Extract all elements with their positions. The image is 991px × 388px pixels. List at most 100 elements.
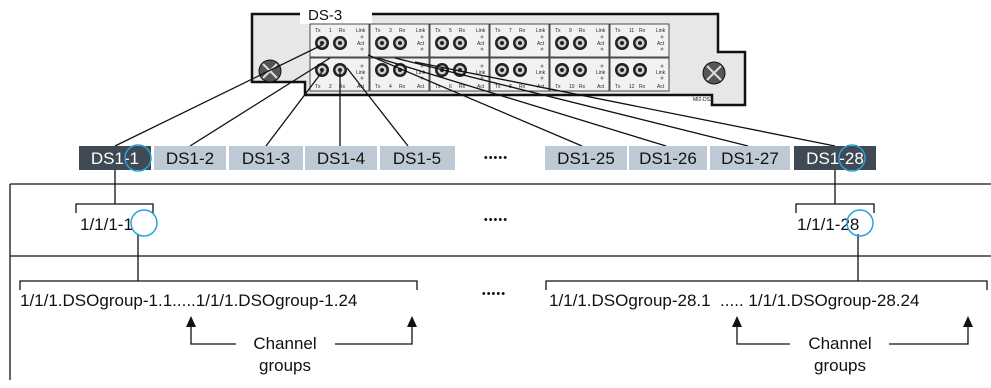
act-led-icon xyxy=(360,76,364,80)
link-led-icon xyxy=(660,35,664,39)
port-rx-label: Rx xyxy=(339,84,346,90)
arrow-up-icon xyxy=(963,316,973,327)
port-tx-label: Tx xyxy=(375,28,381,34)
port-tx-label: Tx xyxy=(495,28,501,34)
link-led-icon xyxy=(480,35,484,39)
bnc-jack-icon xyxy=(453,36,467,50)
port-label-right: 1/1/1-28 xyxy=(797,215,859,234)
led-act-label: Act xyxy=(597,41,605,47)
channel-groups-line2: groups xyxy=(814,356,866,375)
channel-label: DS1-1 xyxy=(91,149,139,168)
port-rx-label: Rx xyxy=(519,84,526,90)
bnc-jack-icon xyxy=(573,36,587,50)
card-title: DS-3 xyxy=(308,7,342,24)
port-num-label: 10 xyxy=(569,84,575,90)
highlight-circle xyxy=(846,209,874,237)
led-link-label: Link xyxy=(476,28,486,34)
port-tx-label: Tx xyxy=(555,84,561,90)
channel-label: DS1-4 xyxy=(317,149,365,168)
port-ellipsis: ••••• xyxy=(484,214,508,226)
port-rx-label: Rx xyxy=(459,84,466,90)
led-act-label: Act xyxy=(657,41,665,47)
link-led-icon xyxy=(600,64,604,68)
port-num-label: 2 xyxy=(329,84,332,90)
card-model: MI2-DS3 xyxy=(693,97,713,103)
channel-box xyxy=(79,146,151,170)
port-tx-label: Tx xyxy=(315,84,321,90)
led-link-label: Link xyxy=(536,28,546,34)
bnc-jack-icon xyxy=(555,36,569,50)
arrow-up-icon xyxy=(186,316,196,327)
led-link-label: Link xyxy=(596,70,606,76)
channel-groups-line2: groups xyxy=(259,356,311,375)
led-link-label: Link xyxy=(356,70,366,76)
bnc-jack-icon xyxy=(375,63,389,77)
port-num-label: 12 xyxy=(629,84,635,90)
port-num-label: 6 xyxy=(449,84,452,90)
port-tx-label: Tx xyxy=(435,28,441,34)
link-led-icon xyxy=(660,64,664,68)
act-led-icon xyxy=(540,76,544,80)
port-num-label: 9 xyxy=(569,28,572,34)
led-act-label: Act xyxy=(357,41,365,47)
bnc-jack-icon xyxy=(513,36,527,50)
highlight-circle xyxy=(124,144,152,172)
act-led-icon xyxy=(420,47,424,51)
channel-groups-line1: Channel xyxy=(808,334,871,353)
channel-box xyxy=(305,146,377,170)
act-led-icon xyxy=(600,76,604,80)
led-act-label: Act xyxy=(357,84,365,90)
channel-ellipsis: ••••• xyxy=(484,152,508,164)
port-label-left: 1/1/1-1 xyxy=(80,215,133,234)
arrow-up-icon xyxy=(407,316,417,327)
led-link-label: Link xyxy=(476,70,486,76)
right-screw-icon xyxy=(702,61,726,85)
channel-label: DS1-28 xyxy=(806,149,864,168)
act-led-icon xyxy=(480,47,484,51)
act-led-icon xyxy=(480,76,484,80)
port-rx-label: Rx xyxy=(639,84,646,90)
channel-label: DS1-26 xyxy=(639,149,697,168)
channel-box xyxy=(545,146,627,170)
channel-groups-line1: Channel xyxy=(253,334,316,353)
channel-groups-right: Channel groups xyxy=(732,316,973,375)
port-num-label: 4 xyxy=(389,84,392,90)
highlight-circle xyxy=(838,144,866,172)
bnc-jack-icon xyxy=(615,63,629,77)
bnc-jack-icon xyxy=(393,36,407,50)
channel-label: DS1-27 xyxy=(721,149,779,168)
bnc-jack-icon xyxy=(495,36,509,50)
port-num-label: 3 xyxy=(389,28,392,34)
link-led-icon xyxy=(540,35,544,39)
led-link-label: Link xyxy=(356,28,366,34)
highlight-circle xyxy=(130,209,158,237)
bnc-jack-icon xyxy=(555,63,569,77)
port-tx-label: Tx xyxy=(375,84,381,90)
arrow-up-icon xyxy=(732,316,742,327)
bnc-jack-icon xyxy=(573,63,587,77)
channel-box xyxy=(380,146,455,170)
bnc-jack-icon xyxy=(375,36,389,50)
channel-box xyxy=(710,146,790,170)
act-led-icon xyxy=(540,47,544,51)
bnc-jack-icon xyxy=(315,63,329,77)
led-link-label: Link xyxy=(656,70,666,76)
channel-box xyxy=(229,146,303,170)
link-led-icon xyxy=(480,64,484,68)
bnc-jack-icon xyxy=(615,36,629,50)
port-tx-label: Tx xyxy=(495,84,501,90)
led-act-label: Act xyxy=(597,84,605,90)
port-num-label: 7 xyxy=(509,28,512,34)
bnc-jack-icon xyxy=(333,36,347,50)
link-led-icon xyxy=(420,35,424,39)
led-act-label: Act xyxy=(417,41,425,47)
led-link-label: Link xyxy=(656,28,666,34)
